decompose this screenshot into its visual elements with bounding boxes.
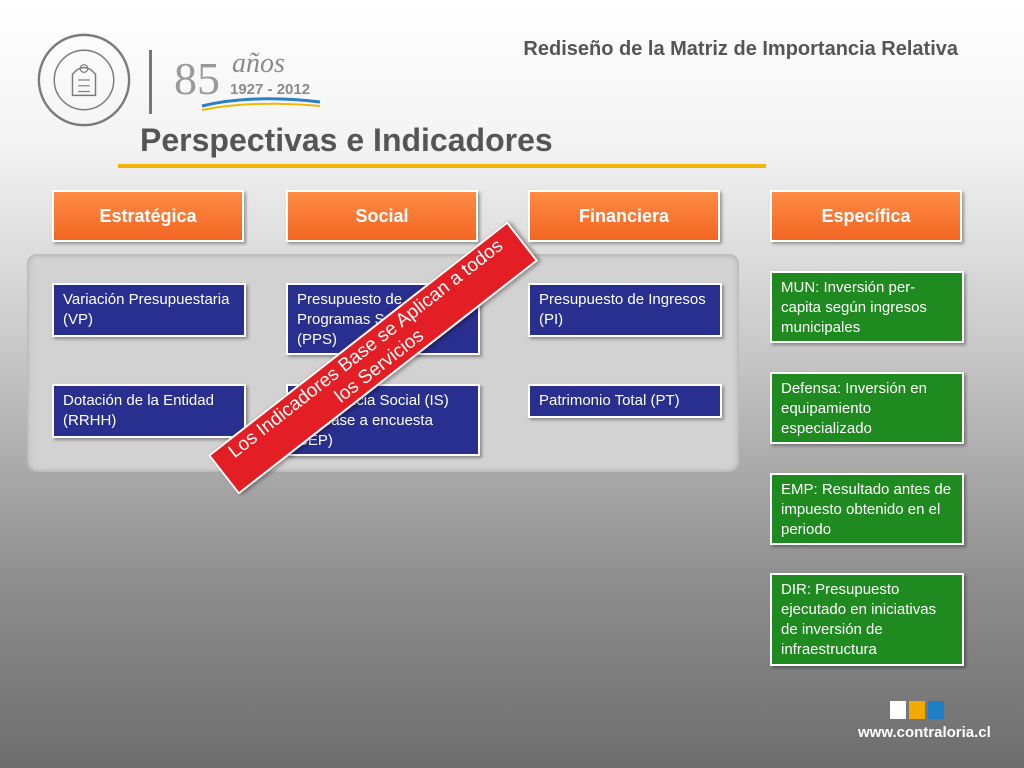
indicator-importancia-social: Importancia Social (IS) (en base a encue… — [286, 384, 480, 456]
header-divider — [149, 50, 152, 114]
indicator-mun: MUN: Inversión per-capita según ingresos… — [770, 271, 964, 343]
category-financiera: Financiera — [528, 190, 720, 242]
footer-url[interactable]: www.contraloria.cl — [858, 724, 991, 741]
anniversary-logo: 85 años 1927 - 2012 — [174, 48, 321, 111]
title-underline — [118, 164, 766, 168]
category-social: Social — [286, 190, 478, 242]
presentation-title: Rediseño de la Matriz de Importancia Rel… — [523, 38, 958, 60]
svg-text:1927 - 2012: 1927 - 2012 — [230, 81, 310, 98]
indicator-variacion-presupuestaria: Variación Presupuestaria (VP) — [52, 283, 246, 337]
indicator-dir: DIR: Presupuesto ejecutado en iniciativa… — [770, 573, 964, 666]
page-title: Perspectivas e Indicadores — [140, 122, 553, 158]
indicator-dotacion-entidad: Dotación de la Entidad (RRHH) — [52, 384, 246, 438]
category-especifica: Específica — [770, 190, 962, 242]
indicator-defensa: Defensa: Inversión en equipamiento espec… — [770, 372, 964, 444]
svg-text:85: 85 — [174, 53, 220, 104]
contraloria-seal-logo — [37, 33, 131, 127]
contraloria-footer-logo — [890, 701, 944, 719]
svg-text:años: años — [232, 48, 285, 79]
indicator-patrimonio-total: Patrimonio Total (PT) — [528, 384, 722, 418]
category-estrategica: Estratégica — [52, 190, 244, 242]
indicator-emp: EMP: Resultado antes de impuesto obtenid… — [770, 473, 964, 545]
indicator-presupuesto-ingresos: Presupuesto de Ingresos (PI) — [528, 283, 722, 337]
